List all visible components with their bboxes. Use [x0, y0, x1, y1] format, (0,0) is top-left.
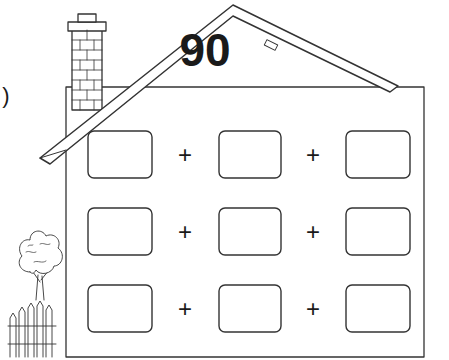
target-number: 90 — [179, 27, 230, 73]
cut-off-text: ) — [2, 85, 9, 107]
plus-sign: + — [306, 297, 320, 321]
answer-boxes — [88, 131, 410, 332]
tree — [19, 231, 62, 300]
plus-sign: + — [178, 143, 192, 167]
plus-sign: + — [178, 220, 192, 244]
house-wall — [66, 87, 424, 357]
chimney — [68, 14, 106, 110]
plus-sign: + — [306, 220, 320, 244]
plus-sign: + — [306, 143, 320, 167]
fence — [8, 301, 56, 357]
plus-sign: + — [178, 297, 192, 321]
